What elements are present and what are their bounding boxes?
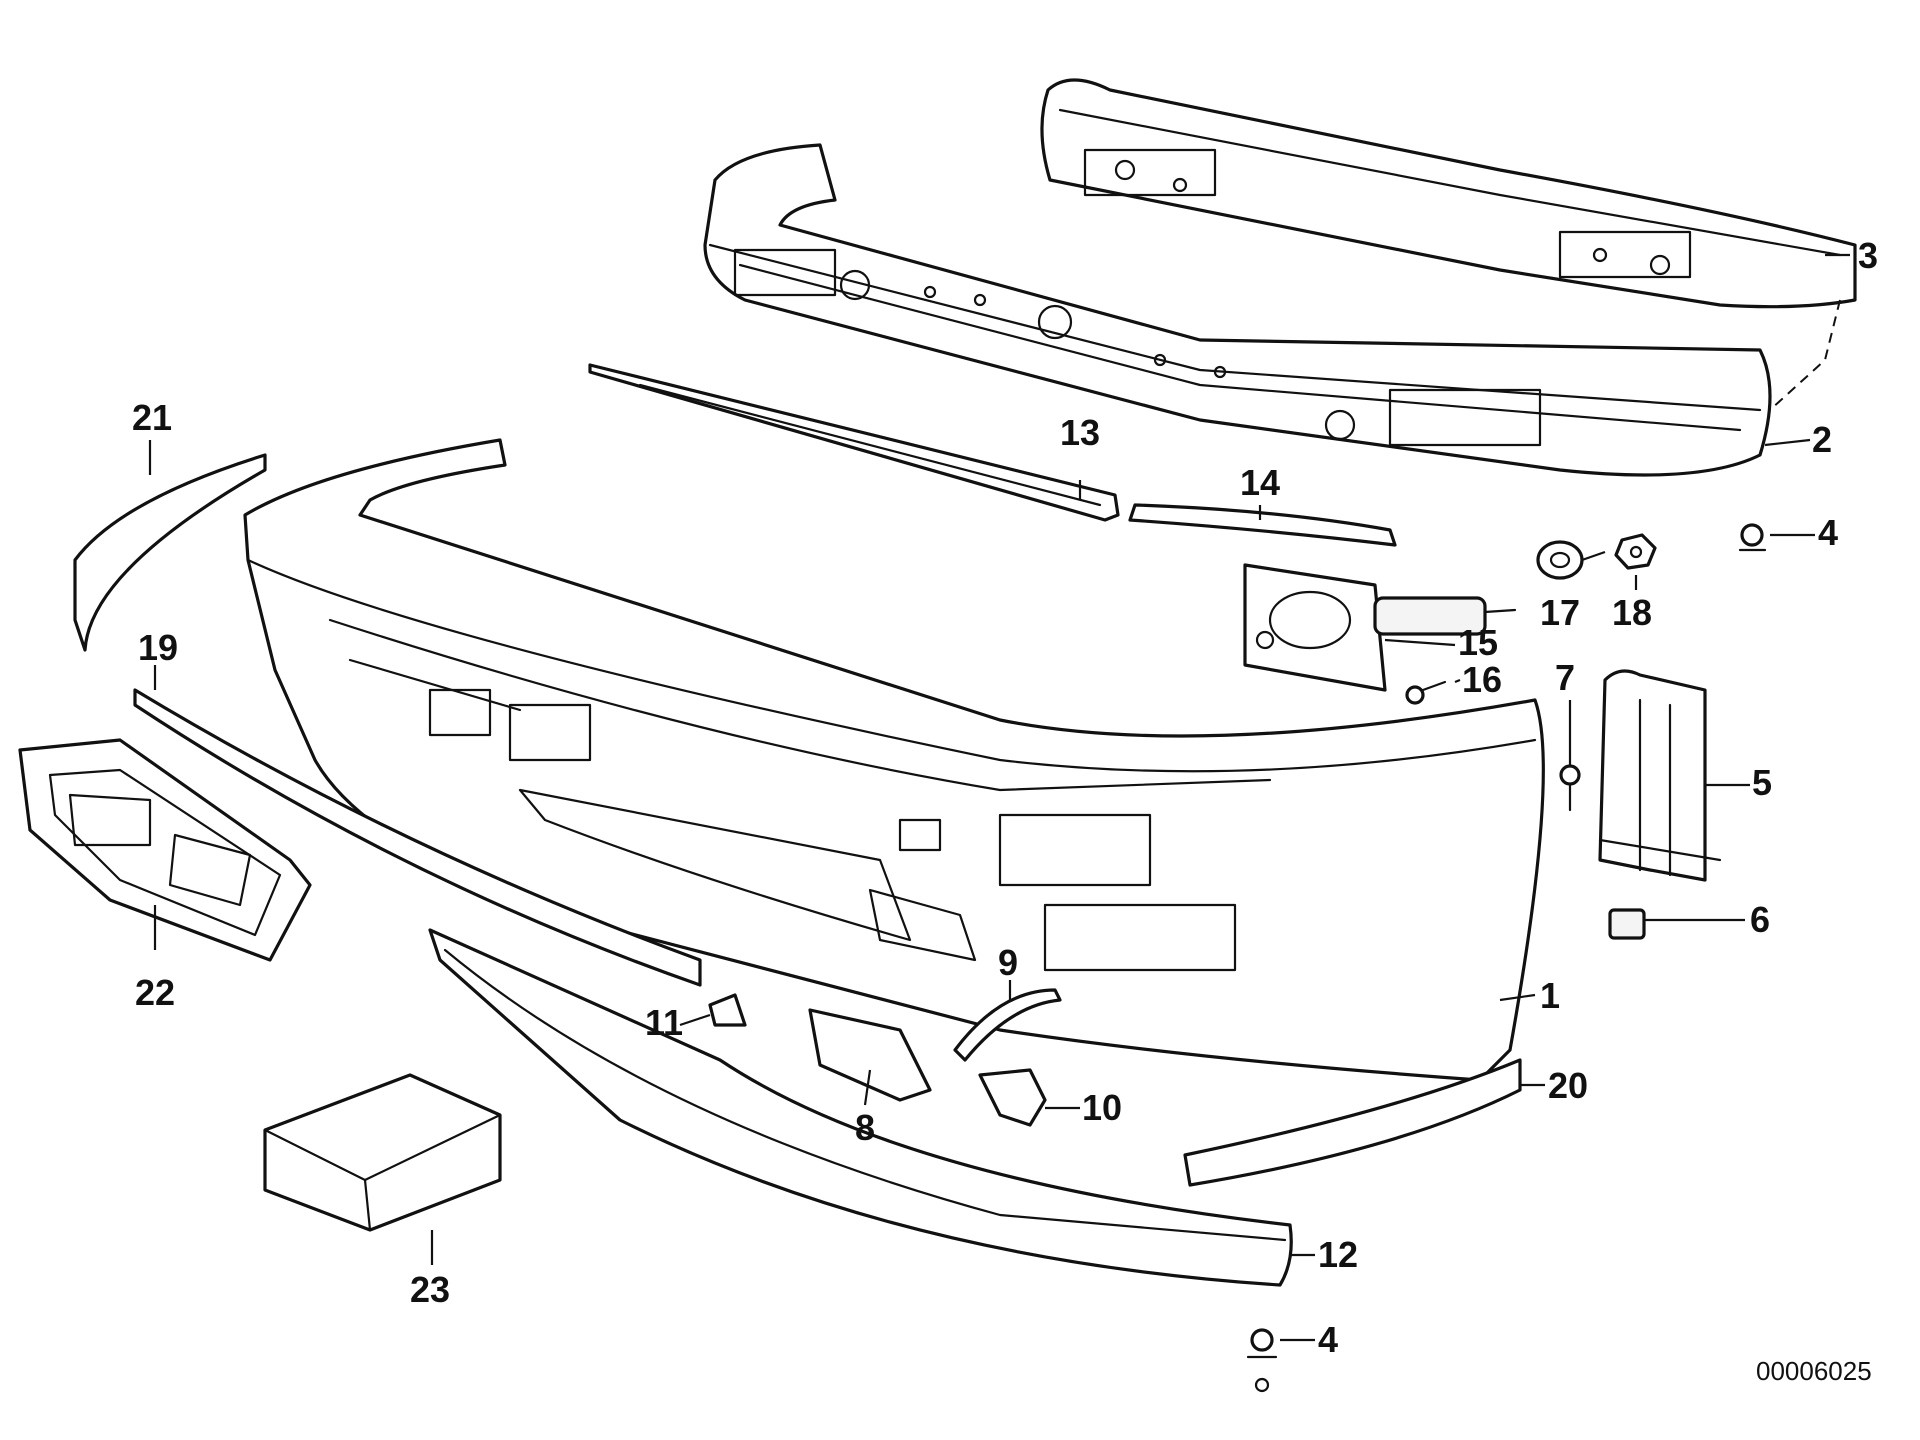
part-18-nut — [1614, 533, 1657, 570]
callout-19: 19 — [138, 627, 178, 668]
callout-2: 2 — [1812, 419, 1832, 460]
part-19-long-strip — [133, 688, 702, 987]
callout-18: 18 — [1612, 592, 1652, 633]
document-number: 00006025 — [1756, 1356, 1872, 1386]
alignment-line-3-2 — [1769, 299, 1841, 411]
callout-23: 23 — [410, 1269, 450, 1310]
callout-21: 21 — [132, 397, 172, 438]
part-6-clip — [1608, 908, 1646, 940]
callout-16: 16 — [1462, 659, 1502, 700]
callout-10: 10 — [1082, 1087, 1122, 1128]
part-3-bumper-carrier — [1040, 78, 1857, 309]
part-12-lower-spoiler — [428, 928, 1293, 1287]
callout-6: 6 — [1750, 899, 1770, 940]
part-14-trim-strip — [1128, 503, 1397, 547]
part-20-side-trim — [1183, 1058, 1522, 1187]
callout-1: 1 — [1540, 975, 1560, 1016]
callout-22: 22 — [135, 972, 175, 1013]
callout-3: 3 — [1858, 235, 1878, 276]
part-21-curved-strip — [73, 453, 267, 652]
part-23-box — [263, 1073, 502, 1232]
leader-lines — [148, 253, 1850, 1342]
callout-15: 15 — [1458, 622, 1498, 663]
part-13-upper-trim — [588, 363, 1120, 522]
part-22-license-plate-base — [18, 738, 312, 962]
part-10-clip — [978, 1068, 1047, 1127]
callout-7: 7 — [1555, 657, 1575, 698]
callout-14: 14 — [1240, 462, 1280, 503]
callout-12: 12 — [1318, 1234, 1358, 1275]
callout-13: 13 — [1060, 412, 1100, 453]
callout-11: 11 — [645, 1002, 683, 1043]
part-4-clip-lower — [1246, 1328, 1278, 1393]
callout-17: 17 — [1540, 592, 1580, 633]
part-8-tow-hook-cover — [808, 1008, 932, 1102]
part-11-cap — [708, 993, 747, 1027]
callout-9: 9 — [998, 942, 1018, 983]
part-2-bumper-support — [703, 143, 1772, 477]
callout-4-upper: 4 — [1818, 512, 1838, 553]
callout-4-lower: 4 — [1318, 1319, 1338, 1360]
part-9-rod — [953, 988, 1062, 1062]
callout-20: 20 — [1548, 1065, 1588, 1106]
part-17-grommet — [1536, 540, 1584, 580]
part-7-screw — [1559, 764, 1581, 812]
callout-8: 8 — [855, 1107, 875, 1148]
part-5-side-bracket — [1598, 669, 1722, 882]
part-16-bolt — [1405, 680, 1447, 705]
callout-5: 5 — [1752, 762, 1772, 803]
part-15-mounting-bracket — [1243, 563, 1517, 692]
part-4-clip-upper — [1738, 523, 1767, 552]
